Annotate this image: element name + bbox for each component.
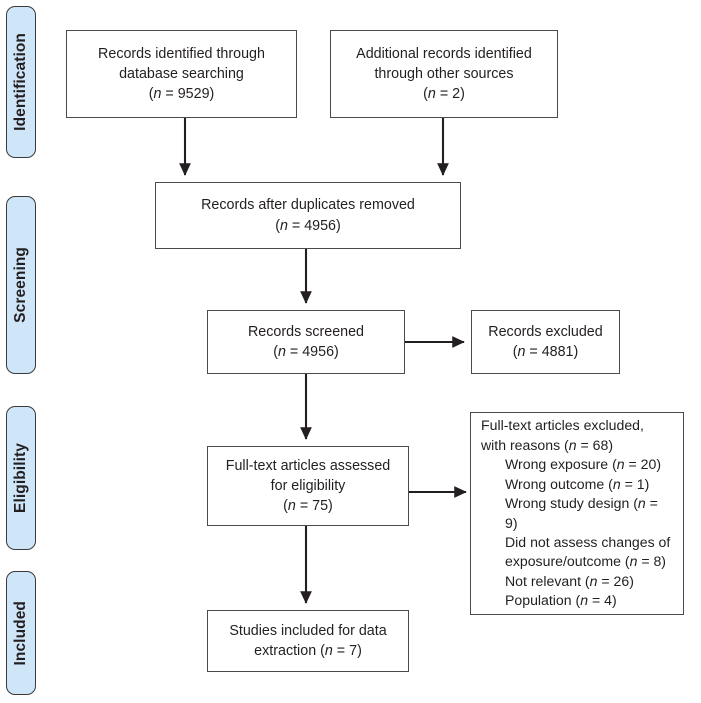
records-identified-line2: database searching <box>119 65 244 82</box>
records-identified-count: (n = 9529) <box>148 86 215 103</box>
studies-included-line2: extraction (n = 7) <box>254 643 362 659</box>
box-records-screened-text: Records screened (n = 4956) <box>248 322 364 363</box>
box-studies-included-text: Studies included for data extraction (n … <box>229 621 386 662</box>
additional-records-count: (n = 2) <box>423 86 465 103</box>
stage-tab-screening-label: Screening <box>12 247 30 323</box>
box-additional-records-text: Additional records identified through ot… <box>356 44 532 105</box>
additional-records-line2: through other sources <box>374 65 514 82</box>
box-additional-records: Additional records identified through ot… <box>330 30 558 118</box>
fulltext-assessed-count: (n = 75) <box>283 498 333 515</box>
records-identified-line1: Records identified through <box>98 45 265 62</box>
exclusion-reason-population: Population (n = 4) <box>505 592 617 609</box>
stage-tab-identification-label: Identification <box>12 33 30 131</box>
box-fulltext-assessed-text: Full-text articles assessed for eligibil… <box>226 456 390 517</box>
fulltext-assessed-line2: for eligibility <box>270 477 346 494</box>
exclusion-reason-not-relevant: Not relevant (n = 26) <box>505 572 634 589</box>
box-records-identified-text: Records identified through database sear… <box>98 44 265 105</box>
n-italic: n <box>568 436 577 453</box>
records-excluded-line1: Records excluded <box>488 323 603 340</box>
exclusion-reason-wrong-study-design: Wrong study design (n = 9) <box>505 495 658 531</box>
box-duplicates-removed-text: Records after duplicates removed (n = 49… <box>201 195 415 236</box>
n-italic: n <box>279 217 288 234</box>
exclusion-reason-no-change-assessment-line1: Did not assess changes of <box>505 533 671 550</box>
fulltext-excluded-heading-line1: Full-text articles excluded, <box>481 417 644 434</box>
box-duplicates-removed: Records after duplicates removed (n = 49… <box>155 182 461 249</box>
records-screened-count: (n = 4956) <box>273 344 339 360</box>
additional-records-line1: Additional records identified <box>356 45 532 62</box>
n-italic: n <box>277 344 286 360</box>
stage-tab-identification: Identification <box>6 6 36 158</box>
box-records-excluded: Records excluded (n = 4881) <box>471 310 620 374</box>
n-italic: n <box>153 86 162 103</box>
duplicates-removed-count: (n = 4956) <box>275 217 341 234</box>
box-records-screened: Records screened (n = 4956) <box>207 310 405 374</box>
stage-tab-screening: Screening <box>6 196 36 374</box>
box-records-excluded-text: Records excluded (n = 4881) <box>488 322 602 363</box>
n-italic: n <box>517 344 526 360</box>
n-italic: n <box>612 475 621 492</box>
stage-tab-included: Included <box>6 571 36 695</box>
n-italic: n <box>427 86 436 103</box>
n-italic: n <box>580 592 589 609</box>
stage-tab-eligibility: Eligibility <box>6 406 36 550</box>
box-fulltext-excluded: Full-text articles excluded, with reason… <box>470 412 684 615</box>
n-italic: n <box>324 643 333 659</box>
stage-tab-included-label: Included <box>12 600 30 666</box>
box-fulltext-assessed: Full-text articles assessed for eligibil… <box>207 446 409 526</box>
n-italic: n <box>287 498 296 515</box>
exclusion-reason-no-change-assessment-line2: exposure/outcome (n = 8) <box>505 553 666 570</box>
box-fulltext-excluded-text: Full-text articles excluded, with reason… <box>481 416 673 610</box>
exclusion-reason-wrong-exposure: Wrong exposure (n = 20) <box>505 456 662 473</box>
box-records-identified: Records identified through database sear… <box>66 30 297 118</box>
records-screened-line1: Records screened <box>247 323 365 340</box>
n-italic: n <box>616 456 625 473</box>
exclusion-reason-wrong-outcome: Wrong outcome (n = 1) <box>505 475 650 492</box>
n-italic: n <box>589 572 598 589</box>
stage-tab-eligibility-label: Eligibility <box>12 443 30 513</box>
fulltext-excluded-heading-line2: with reasons (n = 68) <box>481 436 614 453</box>
n-italic: n <box>629 553 638 570</box>
box-studies-included: Studies included for data extraction (n … <box>207 610 409 672</box>
studies-included-line1: Studies included for data <box>229 622 387 639</box>
duplicates-removed-line1: Records after duplicates removed <box>201 197 415 214</box>
n-italic: n <box>637 495 646 512</box>
records-excluded-count: (n = 4881) <box>512 344 579 360</box>
fulltext-assessed-line1: Full-text articles assessed <box>225 457 391 474</box>
